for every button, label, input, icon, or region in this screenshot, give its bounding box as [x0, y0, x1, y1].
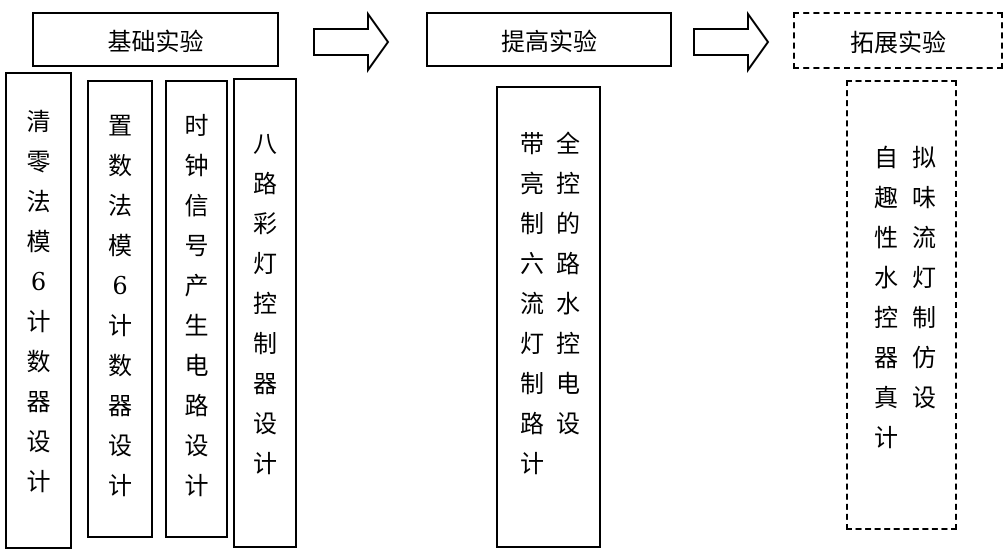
- basic-experiment-1-char: 计: [26, 308, 51, 336]
- advanced-experiment-char: 灯: [520, 330, 544, 358]
- extended-experiment-char: 设: [912, 384, 936, 412]
- extended-experiment-char: 流: [912, 224, 936, 252]
- extended-experiment-char: 仿: [912, 344, 936, 372]
- extended-experiment-char: 真: [874, 384, 898, 412]
- extended-experiment-char: 趣: [874, 184, 898, 212]
- advanced-experiment-char: 全: [556, 130, 580, 158]
- basic-experiment-3: 时钟信号产生电路设计: [165, 80, 228, 538]
- advanced-experiment-char: 控: [556, 170, 580, 198]
- basic-experiment-1-char: 模: [26, 228, 51, 256]
- extended-experiment-char: 性: [874, 224, 898, 252]
- stage-extended: 拓展实验: [793, 12, 1003, 69]
- basic-experiment-4-char: 彩: [253, 210, 277, 238]
- stage-basic-title: 基础实验: [107, 28, 204, 56]
- basic-experiment-2-char: 数: [108, 352, 132, 380]
- basic-experiment-3-char: 生: [184, 312, 209, 340]
- basic-experiment-2-char: 模: [108, 232, 132, 260]
- basic-experiment-3-char: 号: [184, 232, 209, 260]
- extended-experiment-char: 自: [874, 144, 898, 172]
- advanced-experiment-col1: 带亮制六流灯制路计: [514, 124, 550, 484]
- stage-basic: 基础实验: [32, 12, 279, 67]
- basic-experiment-1-char: 设: [26, 428, 51, 456]
- basic-experiment-1-char: 计: [26, 468, 51, 496]
- basic-experiment-4-char: 制: [253, 330, 277, 358]
- basic-experiment-4-char: 设: [253, 410, 277, 438]
- basic-experiment-4-text: 八路彩灯控制器设计: [235, 124, 295, 484]
- basic-experiment-3-char: 计: [184, 472, 209, 500]
- basic-experiment-4-char: 路: [253, 170, 277, 198]
- extended-experiment-col1: 自趣性水控器真计: [868, 138, 904, 458]
- advanced-experiment: 带亮制六流灯制路计 全控的路水控电设: [496, 86, 601, 548]
- basic-experiment-3-char: 钟: [184, 152, 209, 180]
- extended-experiment-char: 拟: [912, 144, 936, 172]
- advanced-experiment-char: 制: [520, 210, 544, 238]
- stage-extended-title: 拓展实验: [850, 29, 946, 57]
- basic-experiment-2-char: 计: [108, 312, 132, 340]
- stage-advanced-title: 提高实验: [501, 28, 597, 56]
- advanced-experiment-char: 控: [556, 330, 580, 358]
- extended-experiment-char: 灯: [912, 264, 936, 292]
- basic-experiment-4: 八路彩灯控制器设计: [233, 78, 297, 548]
- basic-experiment-3-char: 时: [184, 112, 209, 140]
- extended-experiment: 自趣性水控器真计 拟味流灯制仿设: [846, 80, 957, 530]
- advanced-experiment-char: 的: [556, 210, 580, 238]
- advanced-experiment-char: 制: [520, 370, 544, 398]
- advanced-experiment-char: 计: [520, 450, 544, 478]
- basic-experiment-1-char: 零: [26, 148, 51, 176]
- advanced-experiment-char: 流: [520, 290, 544, 318]
- basic-experiment-3-char: 设: [184, 432, 209, 460]
- basic-experiment-3-char: 产: [184, 272, 209, 300]
- arrow-advanced-to-extended: [693, 10, 770, 74]
- basic-experiment-1-char: 器: [26, 388, 51, 416]
- basic-experiment-3-char: 电: [184, 352, 209, 380]
- stage-advanced: 提高实验: [426, 12, 672, 67]
- advanced-experiment-char: 带: [520, 130, 544, 158]
- basic-experiment-4-char: 控: [253, 290, 277, 318]
- advanced-experiment-char: 亮: [520, 170, 544, 198]
- basic-experiment-4-char: 八: [253, 130, 277, 158]
- basic-experiment-3-char: 信: [184, 192, 209, 220]
- arrow-basic-to-advanced: [313, 10, 390, 74]
- advanced-experiment-char: 水: [556, 290, 580, 318]
- basic-experiment-4-char: 器: [253, 370, 277, 398]
- extended-experiment-col2: 拟味流灯制仿设: [906, 138, 942, 418]
- extended-experiment-char: 制: [912, 304, 936, 332]
- advanced-experiment-char: 路: [520, 410, 544, 438]
- basic-experiment-2-char: 置: [108, 112, 132, 140]
- basic-experiment-4-char: 计: [253, 450, 277, 478]
- advanced-experiment-char: 六: [520, 250, 544, 278]
- advanced-experiment-char: 设: [556, 410, 580, 438]
- extended-experiment-char: 计: [874, 424, 898, 452]
- basic-experiment-2-char: 设: [108, 432, 132, 460]
- basic-experiment-1-char: 清: [26, 108, 51, 136]
- basic-experiment-2-char: 数: [108, 152, 132, 180]
- advanced-experiment-col2: 全控的路水控电设: [550, 124, 586, 444]
- basic-experiment-2-char: 计: [108, 472, 132, 500]
- extended-experiment-char: 味: [912, 184, 936, 212]
- basic-experiment-2-char: 器: [108, 392, 132, 420]
- advanced-experiment-char: 电: [556, 370, 580, 398]
- basic-experiment-3-text: 时钟信号产生电路设计: [167, 106, 226, 506]
- extended-experiment-char: 器: [874, 344, 898, 372]
- extended-experiment-char: 水: [874, 264, 898, 292]
- basic-experiment-2-char: 6: [112, 272, 128, 300]
- basic-experiment-1-char: 法: [26, 188, 51, 216]
- basic-experiment-1-char: 6: [30, 268, 47, 296]
- basic-experiment-1-char: 数: [26, 348, 51, 376]
- basic-experiment-3-char: 路: [184, 392, 209, 420]
- extended-experiment-char: 控: [874, 304, 898, 332]
- basic-experiment-4-char: 灯: [253, 250, 277, 278]
- basic-experiment-2-char: 法: [108, 192, 132, 220]
- advanced-experiment-char: 路: [556, 250, 580, 278]
